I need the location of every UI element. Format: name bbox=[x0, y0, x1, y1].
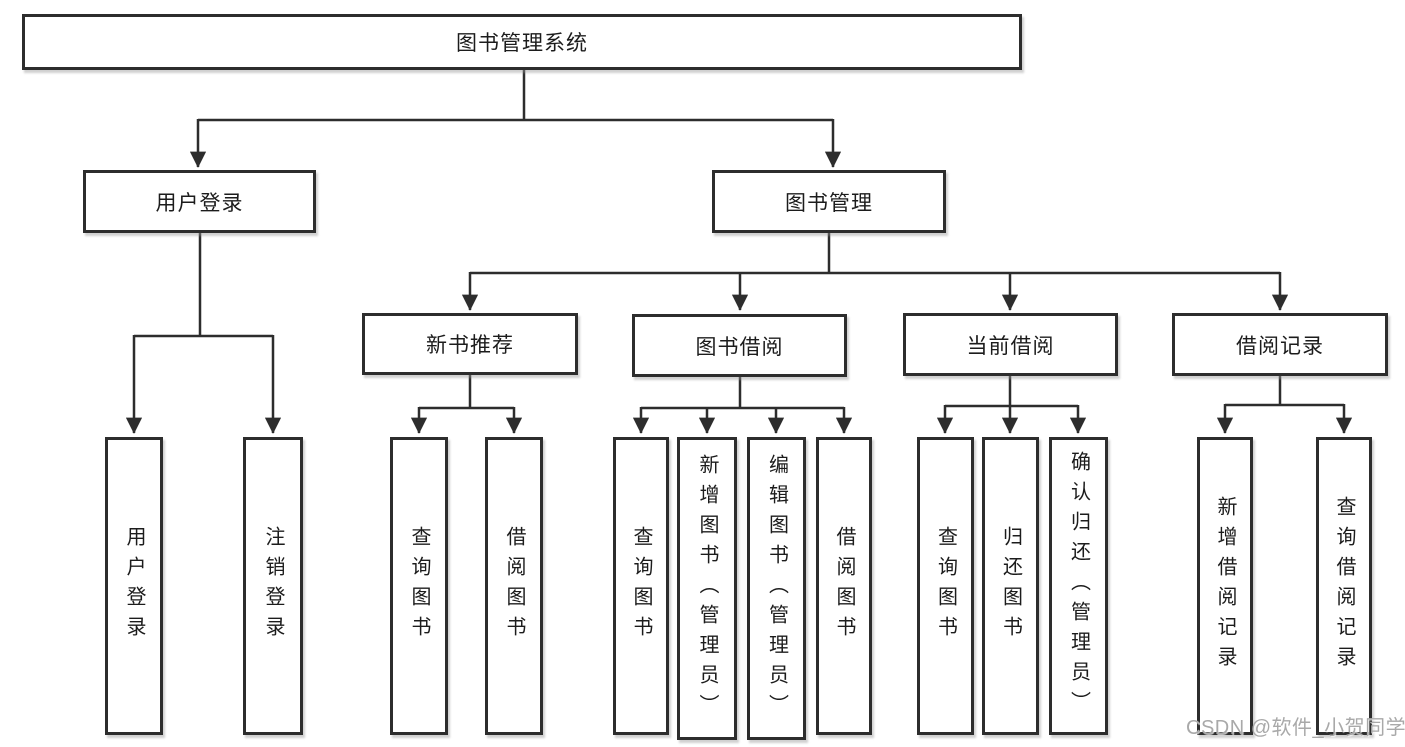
node-borrowing-records: 借阅记录 bbox=[1172, 313, 1388, 376]
node-user-login-label: 用户登录 bbox=[155, 191, 244, 215]
node-borrowing-records-label: 借阅记录 bbox=[1236, 334, 1324, 358]
leaf-user-login: 用户登录 bbox=[105, 437, 163, 735]
leaf-borrow-books-borrowing: 借阅图书 bbox=[816, 437, 872, 735]
leaf-query-books-borrowing: 查询图书 bbox=[613, 437, 669, 735]
leaf-borrow-books-recommend: 借阅图书 bbox=[485, 437, 543, 735]
leaf-user-login-label: 用户登录 bbox=[123, 526, 145, 646]
leaf-query-borrow-record: 查询借阅记录 bbox=[1316, 437, 1372, 735]
node-new-book-recommend: 新书推荐 bbox=[362, 313, 578, 375]
leaf-query-books-recommend: 查询图书 bbox=[390, 437, 448, 735]
leaf-borrow-books-borrowing-label: 借阅图书 bbox=[833, 526, 855, 646]
leaf-query-books-recommend-label: 查询图书 bbox=[408, 526, 430, 646]
node-new-book-recommend-label: 新书推荐 bbox=[426, 334, 514, 357]
leaf-return-books-label: 归还图书 bbox=[999, 526, 1022, 646]
leaf-add-borrow-record: 新增借阅记录 bbox=[1197, 437, 1253, 735]
leaf-query-borrow-record-label: 查询借阅记录 bbox=[1333, 496, 1355, 676]
node-user-login: 用户登录 bbox=[83, 170, 316, 233]
watermark: CSDN @软件_小贺同学 bbox=[1186, 717, 1405, 739]
leaf-confirm-return-admin: 确认归还（管理员） bbox=[1049, 437, 1108, 735]
node-root-label: 图书管理系统 bbox=[456, 32, 588, 55]
node-book-borrowing: 图书借阅 bbox=[632, 314, 847, 377]
node-root: 图书管理系统 bbox=[22, 14, 1022, 70]
node-current-borrowing: 当前借阅 bbox=[903, 313, 1118, 376]
node-book-management-label: 图书管理 bbox=[785, 191, 873, 215]
leaf-edit-book-admin: 编辑图书（管理员） bbox=[747, 437, 806, 740]
leaf-confirm-return-admin-label: 确认归还（管理员） bbox=[1067, 451, 1090, 721]
leaf-add-borrow-record-label: 新增借阅记录 bbox=[1214, 496, 1236, 676]
leaf-logout: 注销登录 bbox=[243, 437, 303, 735]
node-book-management: 图书管理 bbox=[712, 170, 946, 233]
leaf-return-books: 归还图书 bbox=[982, 437, 1039, 735]
leaf-query-books-borrowing-label: 查询图书 bbox=[630, 526, 652, 646]
node-current-borrowing-label: 当前借阅 bbox=[966, 334, 1055, 358]
leaf-borrow-books-recommend-label: 借阅图书 bbox=[503, 526, 525, 646]
leaf-edit-book-admin-label: 编辑图书（管理员） bbox=[765, 453, 788, 724]
leaf-query-books-current: 查询图书 bbox=[917, 437, 974, 735]
leaf-add-book-admin: 新增图书（管理员） bbox=[677, 437, 737, 740]
leaf-logout-label: 注销登录 bbox=[262, 526, 284, 646]
leaf-add-book-admin-label: 新增图书（管理员） bbox=[696, 453, 718, 724]
node-book-borrowing-label: 图书借阅 bbox=[695, 335, 784, 359]
leaf-query-books-current-label: 查询图书 bbox=[934, 526, 957, 646]
